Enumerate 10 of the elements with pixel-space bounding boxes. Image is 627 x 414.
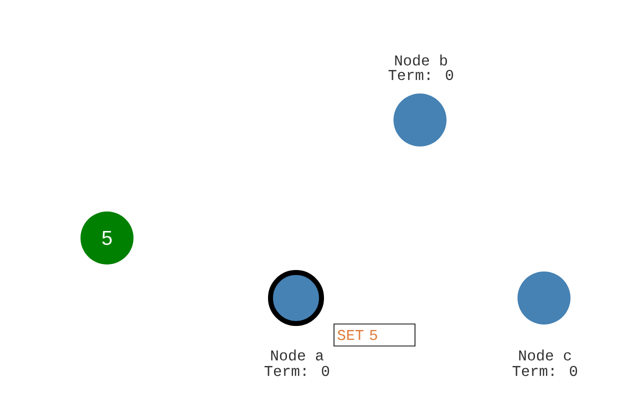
node-caption: Node b [395,54,447,66]
label-box: SET 5 [334,324,416,346]
node-caption: Term: 0 [512,366,578,376]
node-caption: Term: 0 [264,366,330,376]
node-caption: Node c [519,349,571,361]
node-caption: Node a [271,349,324,361]
server-circle [268,270,324,326]
node-caption: Term: 0 [388,70,454,80]
server-circle [518,272,570,324]
server-circle [394,94,446,146]
